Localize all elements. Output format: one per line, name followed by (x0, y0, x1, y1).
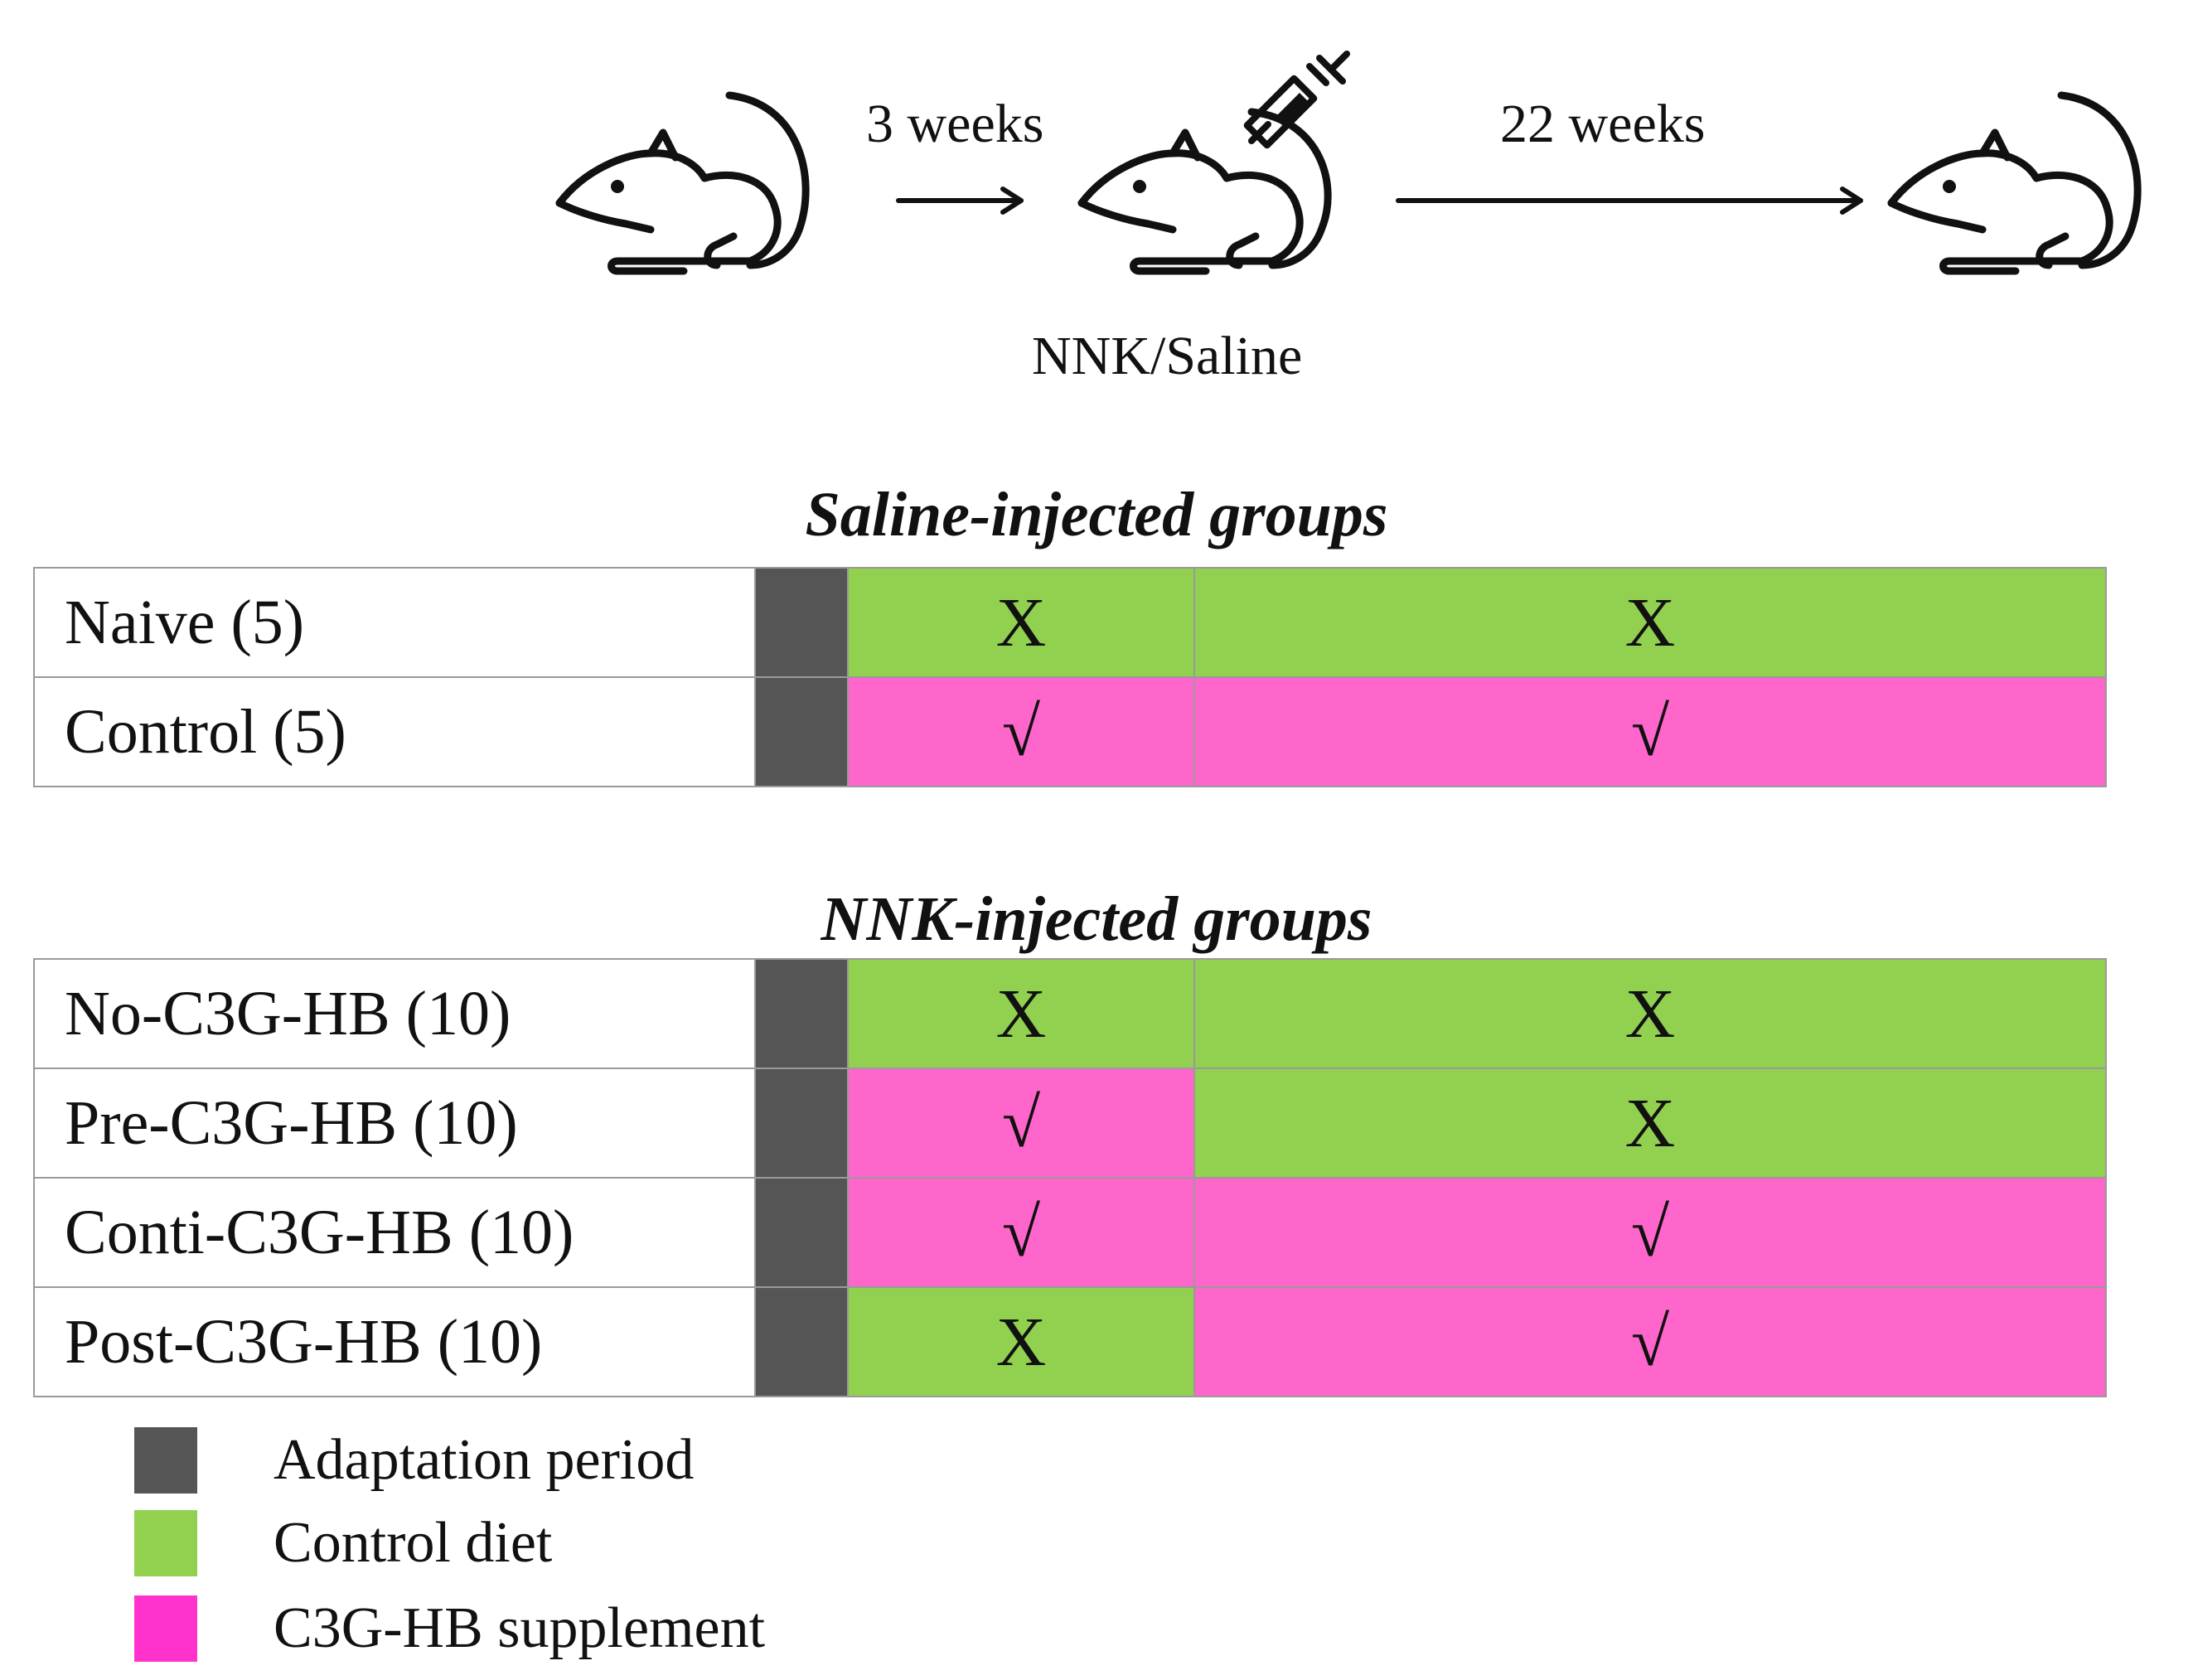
legend-item: Adaptation period (134, 1427, 694, 1494)
group-row: Control (5) √√ (33, 676, 2107, 787)
mouse-icon (555, 91, 810, 275)
pre-injection-diet-cell: √ (847, 1177, 1195, 1288)
adaptation-cell (754, 958, 849, 1069)
timeline-label-22weeks: 22 weeks (1500, 94, 1706, 154)
post-injection-diet-cell: √ (1193, 1286, 2107, 1397)
legend-swatch (134, 1427, 197, 1494)
group-name: No-C3G-HB (10) (33, 958, 756, 1069)
legend-label: Control diet (274, 1511, 553, 1575)
group-row: Conti-C3G-HB (10) √√ (33, 1177, 2107, 1288)
adaptation-cell (754, 1286, 849, 1397)
post-injection-diet-cell: X (1193, 1068, 2107, 1179)
adaptation-cell (754, 676, 849, 787)
adaptation-cell (754, 1177, 849, 1288)
adaptation-cell (754, 567, 849, 678)
group-name: Pre-C3G-HB (10) (33, 1068, 756, 1179)
mouse-icon (1887, 91, 2142, 275)
group-name: Naive (5) (33, 567, 756, 678)
pre-injection-diet-cell: √ (847, 676, 1195, 787)
mouse-icon (1077, 108, 1332, 275)
pre-injection-diet-cell: X (847, 1286, 1195, 1397)
saline-section-title: Saline-injected groups (805, 480, 1388, 550)
legend-label: C3G-HB supplement (274, 1596, 766, 1660)
adaptation-cell (754, 1068, 849, 1179)
legend-swatch (134, 1595, 197, 1662)
post-injection-diet-cell: √ (1193, 1177, 2107, 1288)
legend-item: C3G-HB supplement (134, 1595, 765, 1662)
group-row: Pre-C3G-HB (10) √X (33, 1068, 2107, 1179)
syringe-icon (1243, 51, 1350, 149)
group-name: Post-C3G-HB (10) (33, 1286, 756, 1397)
group-name: Conti-C3G-HB (10) (33, 1177, 756, 1288)
group-name: Control (5) (33, 676, 756, 787)
pre-injection-diet-cell: √ (847, 1068, 1195, 1179)
pre-injection-diet-cell: X (847, 567, 1195, 678)
arrow-right-icon (1396, 186, 1863, 215)
pre-injection-diet-cell: X (847, 958, 1195, 1069)
arrow-right-icon (896, 186, 1024, 215)
post-injection-diet-cell: √ (1193, 676, 2107, 787)
group-row: Post-C3G-HB (10) X√ (33, 1286, 2107, 1397)
legend-item: Control diet (134, 1510, 552, 1576)
timeline-label-injection: NNK/Saline (1032, 326, 1303, 386)
nnk-section-title: NNK-injected groups (821, 884, 1372, 954)
legend-label: Adaptation period (274, 1428, 695, 1492)
legend-swatch (134, 1510, 197, 1576)
post-injection-diet-cell: X (1193, 958, 2107, 1069)
post-injection-diet-cell: X (1193, 567, 2107, 678)
timeline-label-3weeks: 3 weeks (866, 94, 1044, 154)
